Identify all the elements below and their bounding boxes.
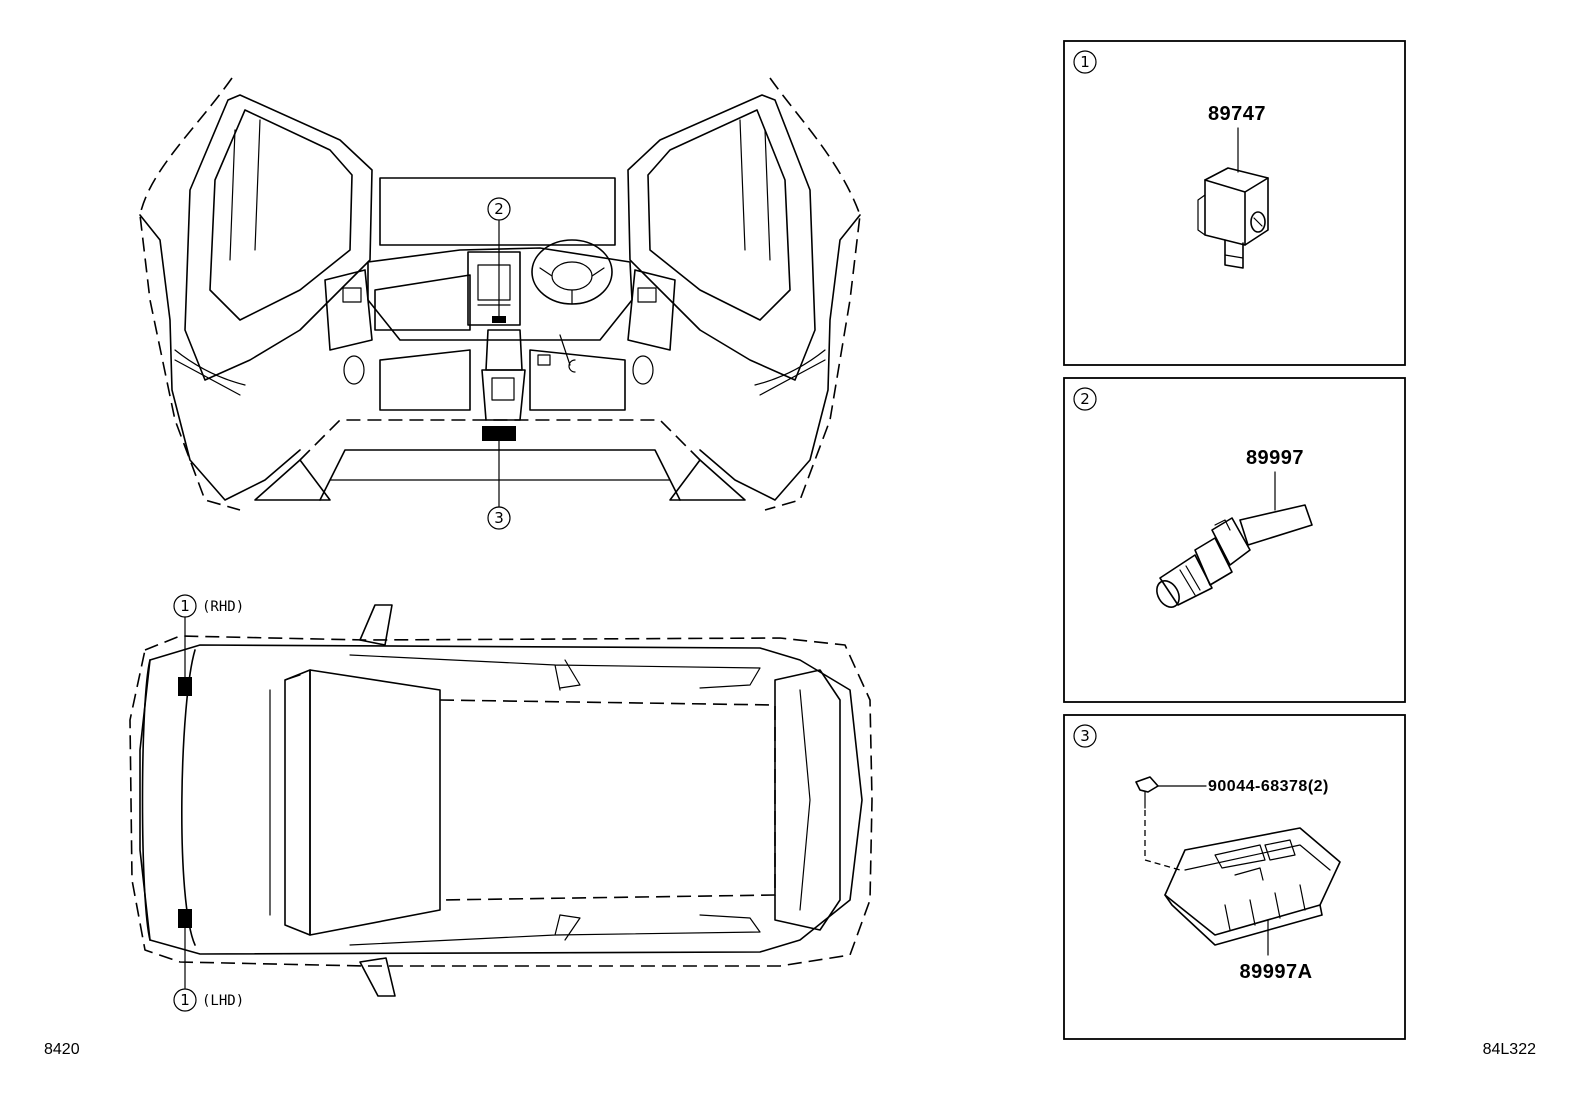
svg-text:3: 3 [494, 509, 504, 527]
callout-1-lhd: 1 (LHD) [173, 988, 244, 1012]
panel-2: 2 89997 [1063, 377, 1406, 703]
callout-3-interior: 3 [487, 506, 511, 530]
callout-2-interior: 2 [487, 197, 511, 221]
clip-fastener-drawing [1135, 776, 1181, 871]
svg-text:3: 3 [1080, 727, 1090, 745]
diagram-code-right: 84L322 [1483, 1041, 1536, 1058]
interior-view [139, 77, 861, 511]
callout-1-rhd: 1 (RHD) [173, 594, 244, 618]
svg-text:(LHD): (LHD) [202, 993, 244, 1009]
module-89997A-drawing [1164, 827, 1341, 946]
svg-text:1: 1 [1080, 53, 1090, 71]
location-marker-1-lhd [178, 909, 192, 928]
top-view [129, 604, 873, 997]
location-marker-3 [482, 426, 516, 441]
part-number-89997A: 89997A [1239, 961, 1312, 983]
location-marker-1-rhd [178, 677, 192, 696]
fastener-part-number: 90044-68378(2) [1208, 778, 1329, 795]
svg-text:(RHD): (RHD) [202, 599, 244, 615]
part-number-89997: 89997 [1246, 447, 1304, 469]
sensor-89747-drawing [1197, 167, 1269, 269]
svg-text:1: 1 [180, 991, 190, 1009]
diagram-code-left: 8420 [44, 1041, 80, 1058]
panel-1: 1 89747 [1063, 40, 1406, 366]
location-marker-2 [492, 316, 506, 323]
part-number-89747: 89747 [1208, 103, 1266, 125]
svg-text:2: 2 [494, 200, 504, 218]
sensor-89997-drawing [1156, 504, 1313, 608]
svg-text:2: 2 [1080, 390, 1090, 408]
panel-3: 3 90044-68378(2) 89997A [1063, 714, 1406, 1040]
svg-text:1: 1 [180, 597, 190, 615]
